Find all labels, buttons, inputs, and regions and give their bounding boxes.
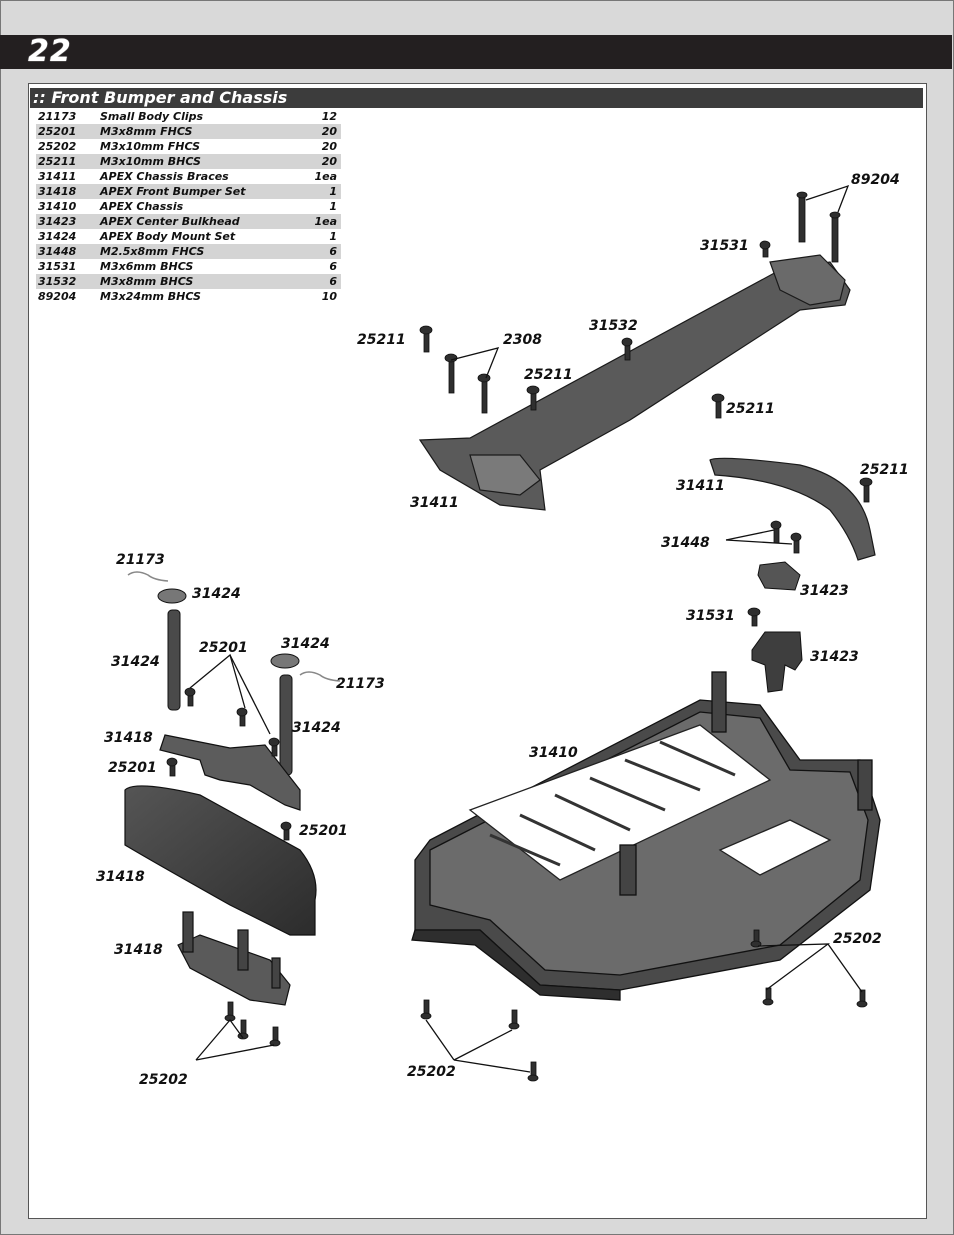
callout-25202-right: 25202 xyxy=(833,931,882,947)
section-header-bar xyxy=(30,88,923,108)
callout-25201-top: 25201 xyxy=(199,640,248,656)
part-name: M3x8mm BHCS xyxy=(98,274,307,289)
parts-row: 25202 M3x10mm FHCS 20 xyxy=(36,139,341,154)
part-name: Small Body Clips xyxy=(100,110,204,123)
part-number: 31411 xyxy=(38,170,77,183)
callout-89204: 89204 xyxy=(851,172,900,188)
chassis-tub xyxy=(411,671,881,1001)
part-qty: 1 xyxy=(329,230,337,243)
body-clips xyxy=(127,571,341,682)
part-qty: 6 xyxy=(307,244,341,259)
part-number: 25202 xyxy=(38,140,77,153)
part-qty: 20 xyxy=(307,154,341,169)
part-name: APEX Chassis xyxy=(100,200,184,213)
bumper-foam xyxy=(124,785,317,936)
callout-25211-mid: 25211 xyxy=(524,367,573,383)
part-name: M3x10mm BHCS xyxy=(98,154,307,169)
part-qty: 20 xyxy=(307,124,341,139)
callout-25202-left: 25202 xyxy=(139,1072,188,1088)
parts-row: 31411 APEX Chassis Braces 1ea xyxy=(36,169,341,184)
part-number: 31410 xyxy=(38,200,77,213)
callout-25202-center: 25202 xyxy=(407,1064,456,1080)
chassis-brace-side xyxy=(709,457,876,561)
part-name: M3x24mm BHCS xyxy=(100,290,201,303)
bumper-lower-plate xyxy=(177,911,291,1006)
part-name: M3x8mm FHCS xyxy=(98,124,307,139)
callout-2308: 2308 xyxy=(503,332,542,348)
section-title: :: Front Bumper and Chassis xyxy=(33,88,288,107)
part-qty: 1ea xyxy=(307,214,341,229)
callout-25211-right: 25211 xyxy=(726,401,775,417)
part-qty: 1ea xyxy=(314,170,337,183)
callout-21173-right: 21173 xyxy=(336,676,385,692)
center-bulkhead-large xyxy=(751,631,803,693)
part-qty: 20 xyxy=(321,140,337,153)
parts-row: 31531 M3x6mm BHCS 6 xyxy=(36,259,341,274)
part-number: 31424 xyxy=(38,230,77,243)
parts-row: 31424 APEX Body Mount Set 1 xyxy=(36,229,341,244)
callout-25201-right: 25201 xyxy=(299,823,348,839)
body-mount-posts xyxy=(157,588,300,776)
callout-31424-d: 31424 xyxy=(292,720,341,736)
chassis-brace-top xyxy=(418,254,851,511)
part-number: 31418 xyxy=(36,184,98,199)
center-bulkhead-small xyxy=(757,561,801,591)
parts-row: 89204 M3x24mm BHCS 10 xyxy=(36,289,341,304)
part-name: APEX Body Mount Set xyxy=(100,230,236,243)
callout-31411-right: 31411 xyxy=(676,478,725,494)
part-qty: 12 xyxy=(321,110,337,123)
callout-31418-lower: 31418 xyxy=(114,942,163,958)
part-name: M3x10mm FHCS xyxy=(100,140,201,153)
callout-31424-a: 31424 xyxy=(192,586,241,602)
parts-row: 21173 Small Body Clips 12 xyxy=(36,109,341,124)
callout-31532: 31532 xyxy=(589,318,638,334)
callout-21173-left: 21173 xyxy=(116,552,165,568)
callout-25211-left: 25211 xyxy=(357,332,406,348)
callout-31410: 31410 xyxy=(529,745,578,761)
bumper-upper-plate xyxy=(159,734,301,811)
callout-31531-top: 31531 xyxy=(700,238,749,254)
part-qty: 6 xyxy=(307,274,341,289)
part-qty: 6 xyxy=(329,260,337,273)
part-number: 31532 xyxy=(36,274,98,289)
callout-31531-mid: 31531 xyxy=(686,608,735,624)
part-name: APEX Chassis Braces xyxy=(100,170,229,183)
part-number: 89204 xyxy=(38,290,77,303)
part-number: 25211 xyxy=(36,154,98,169)
callout-25201-left: 25201 xyxy=(108,760,157,776)
callout-31424-b: 31424 xyxy=(281,636,330,652)
part-number: 25201 xyxy=(36,124,98,139)
part-name: M2.5x8mm FHCS xyxy=(98,244,307,259)
page-header-bar xyxy=(0,35,952,69)
part-number: 31423 xyxy=(36,214,98,229)
callout-31448: 31448 xyxy=(661,535,710,551)
callout-31423-small: 31423 xyxy=(800,583,849,599)
part-qty: 10 xyxy=(321,290,337,303)
callout-25211-far-right: 25211 xyxy=(860,462,909,478)
part-qty: 1 xyxy=(307,184,341,199)
part-number: 31531 xyxy=(38,260,77,273)
callout-31411-left: 31411 xyxy=(410,495,459,511)
part-name: APEX Center Bulkhead xyxy=(98,214,307,229)
part-number: 21173 xyxy=(38,110,77,123)
part-name: APEX Front Bumper Set xyxy=(98,184,307,199)
callout-31424-c: 31424 xyxy=(111,654,160,670)
callout-31418-foam: 31418 xyxy=(96,869,145,885)
part-name: M3x6mm BHCS xyxy=(100,260,194,273)
parts-row: 31410 APEX Chassis 1 xyxy=(36,199,341,214)
part-qty: 1 xyxy=(329,200,337,213)
part-number: 31448 xyxy=(36,244,98,259)
callout-31418-plate: 31418 xyxy=(104,730,153,746)
leader-lines xyxy=(189,184,863,1073)
page-number: 22 xyxy=(28,34,72,69)
callout-31423-large: 31423 xyxy=(810,649,859,665)
